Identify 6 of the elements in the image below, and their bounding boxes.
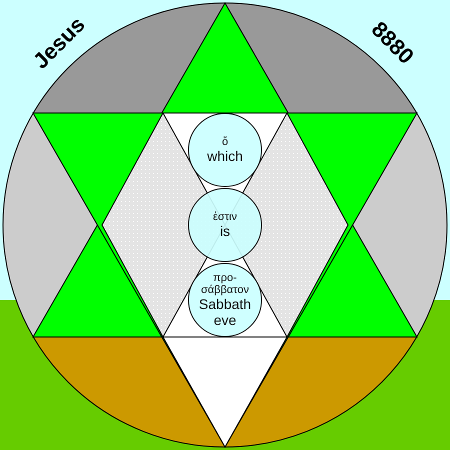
greek-word: προ-σάββατον bbox=[200, 272, 250, 296]
english-word: which bbox=[207, 148, 243, 164]
english-word: Sabbath eve bbox=[198, 296, 252, 328]
english-word: is bbox=[220, 223, 230, 239]
greek-word: ὅ bbox=[220, 136, 230, 148]
greek-word: ἐστιν bbox=[212, 211, 238, 223]
